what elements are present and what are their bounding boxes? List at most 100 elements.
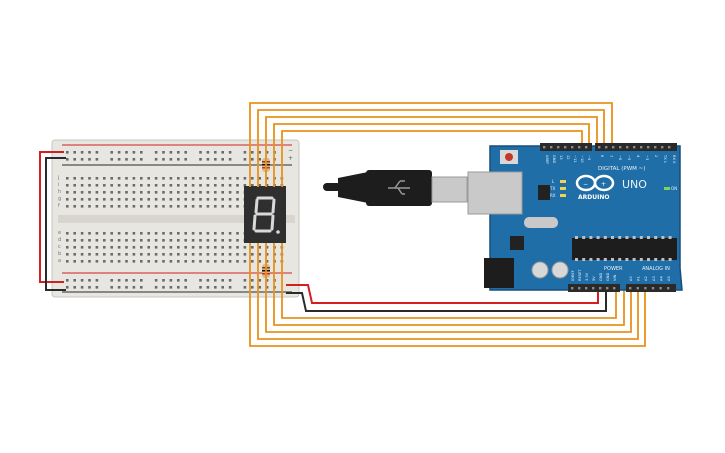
header-pin-hole[interactable] (668, 146, 671, 149)
breadboard-hole[interactable] (177, 191, 180, 194)
breadboard-hole[interactable] (162, 191, 165, 194)
breadboard-hole[interactable] (73, 184, 76, 187)
breadboard-hole[interactable] (88, 239, 91, 242)
breadboard-hole[interactable] (73, 191, 76, 194)
rail-hole[interactable] (80, 158, 84, 161)
breadboard-hole[interactable] (73, 253, 76, 256)
rail-hole[interactable] (110, 279, 113, 282)
breadboard-hole[interactable] (251, 184, 254, 187)
breadboard-hole[interactable] (236, 198, 239, 201)
rail-hole[interactable] (88, 158, 91, 161)
rail-hole[interactable] (66, 279, 69, 282)
breadboard-hole[interactable] (228, 191, 232, 194)
breadboard-hole[interactable] (251, 246, 254, 249)
breadboard-hole[interactable] (184, 232, 187, 235)
rail-hole[interactable] (132, 151, 136, 154)
breadboard-hole[interactable] (265, 184, 269, 187)
breadboard-hole[interactable] (258, 253, 261, 256)
breadboard-hole[interactable] (243, 260, 247, 263)
breadboard-hole[interactable] (95, 246, 99, 249)
breadboard-hole[interactable] (140, 177, 143, 180)
breadboard-hole[interactable] (191, 253, 195, 256)
breadboard-hole[interactable] (117, 246, 121, 249)
breadboard-hole[interactable] (88, 191, 91, 194)
breadboard-hole[interactable] (154, 232, 158, 235)
rail-hole[interactable] (258, 279, 261, 282)
breadboard-hole[interactable] (184, 184, 187, 187)
breadboard-hole[interactable] (162, 246, 165, 249)
breadboard-hole[interactable] (169, 184, 173, 187)
header-pin-hole[interactable] (640, 146, 643, 149)
rail-hole[interactable] (221, 286, 224, 289)
breadboard-hole[interactable] (103, 184, 106, 187)
breadboard-hole[interactable] (95, 198, 99, 201)
rail-hole[interactable] (132, 158, 136, 161)
rail-hole[interactable] (154, 279, 158, 282)
header-pin-hole[interactable] (564, 146, 567, 149)
rail-hole[interactable] (221, 151, 224, 154)
breadboard-hole[interactable] (191, 177, 195, 180)
rail-hole[interactable] (110, 151, 113, 154)
breadboard-hole[interactable] (73, 246, 76, 249)
breadboard-hole[interactable] (221, 260, 224, 263)
breadboard-hole[interactable] (66, 177, 69, 180)
breadboard-hole[interactable] (243, 253, 247, 256)
breadboard-hole[interactable] (177, 246, 180, 249)
breadboard-hole[interactable] (162, 198, 165, 201)
breadboard-hole[interactable] (214, 198, 217, 201)
breadboard-hole[interactable] (147, 239, 150, 242)
rail-hole[interactable] (110, 286, 113, 289)
rail-hole[interactable] (228, 158, 232, 161)
breadboard-hole[interactable] (73, 177, 76, 180)
rail-hole[interactable] (199, 286, 202, 289)
breadboard-hole[interactable] (184, 205, 187, 208)
header-pin-hole[interactable] (585, 146, 588, 149)
breadboard-hole[interactable] (103, 253, 106, 256)
header-pin-hole[interactable] (613, 287, 616, 290)
usb-cable[interactable] (323, 170, 468, 206)
breadboard-hole[interactable] (147, 253, 150, 256)
breadboard-hole[interactable] (103, 246, 106, 249)
breadboard-hole[interactable] (162, 177, 165, 180)
breadboard-hole[interactable] (236, 177, 239, 180)
breadboard-hole[interactable] (258, 260, 261, 263)
breadboard-hole[interactable] (140, 239, 143, 242)
breadboard-hole[interactable] (95, 205, 99, 208)
header-pin-hole[interactable] (661, 146, 664, 149)
breadboard-hole[interactable] (117, 205, 121, 208)
breadboard-hole[interactable] (110, 260, 113, 263)
rail-hole[interactable] (243, 158, 247, 161)
breadboard-hole[interactable] (221, 184, 224, 187)
breadboard-hole[interactable] (95, 177, 99, 180)
rail-hole[interactable] (125, 279, 128, 282)
digital-header-right[interactable] (595, 143, 677, 151)
breadboard-hole[interactable] (125, 191, 128, 194)
breadboard-hole[interactable] (251, 177, 254, 180)
breadboard-hole[interactable] (88, 177, 91, 180)
breadboard-hole[interactable] (199, 253, 202, 256)
rail-hole[interactable] (199, 158, 202, 161)
rail-hole[interactable] (258, 158, 261, 161)
breadboard-hole[interactable] (206, 191, 210, 194)
breadboard-hole[interactable] (243, 246, 247, 249)
rail-hole[interactable] (140, 158, 143, 161)
breadboard-hole[interactable] (191, 198, 195, 201)
breadboard-hole[interactable] (154, 191, 158, 194)
wire-red-rail-loop[interactable] (39, 151, 64, 283)
breadboard-hole[interactable] (154, 246, 158, 249)
breadboard-hole[interactable] (177, 205, 180, 208)
header-pin-hole[interactable] (605, 146, 608, 149)
breadboard-hole[interactable] (214, 191, 217, 194)
rail-hole[interactable] (162, 286, 165, 289)
rail-hole[interactable] (169, 158, 173, 161)
rail-hole[interactable] (66, 151, 69, 154)
wire-black-rail-loop[interactable] (45, 157, 66, 291)
breadboard-hole[interactable] (80, 232, 84, 235)
breadboard-hole[interactable] (228, 232, 232, 235)
breadboard-hole[interactable] (221, 198, 224, 201)
breadboard-hole[interactable] (110, 198, 113, 201)
breadboard-hole[interactable] (162, 184, 165, 187)
breadboard-hole[interactable] (258, 184, 261, 187)
breadboard-hole[interactable] (206, 253, 210, 256)
breadboard-hole[interactable] (66, 239, 69, 242)
